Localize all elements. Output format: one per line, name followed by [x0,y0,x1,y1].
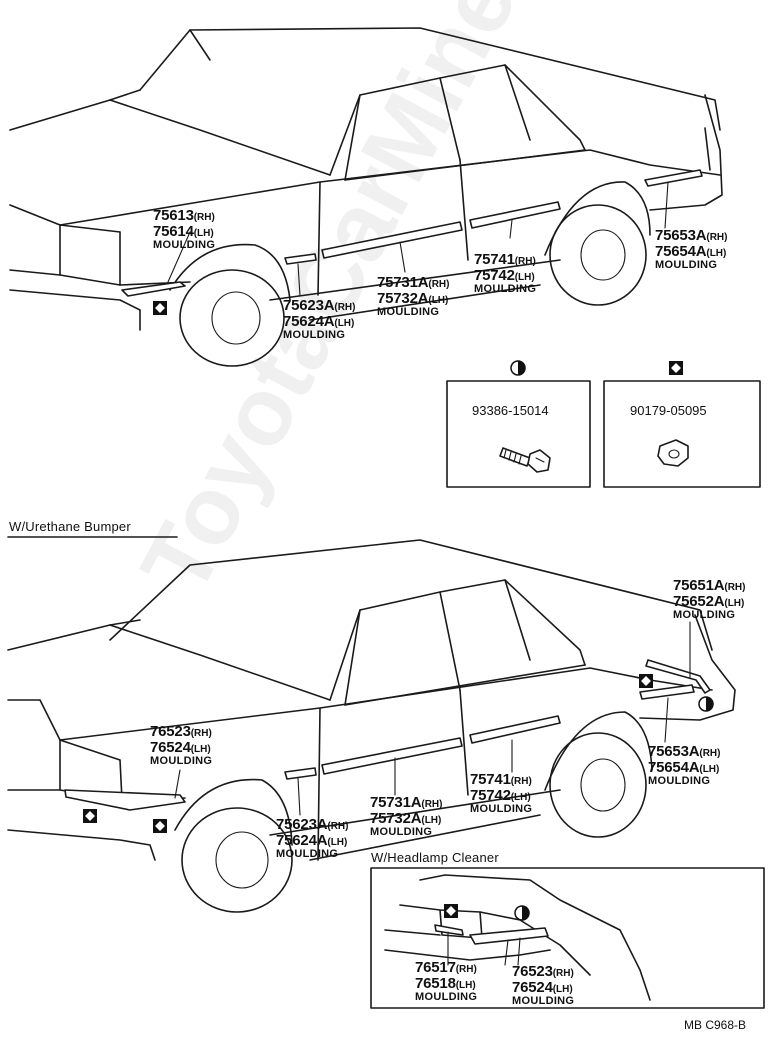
part-number: 75623A [283,297,335,314]
side-rh: (RH) [334,302,356,313]
top-car-drawing [9,27,723,367]
part-number: 75624A [283,313,335,330]
side-rh: (RH) [455,964,477,975]
side-lh: (LH) [510,792,531,803]
part-name: MOULDING [673,609,736,621]
part-number: 75654A [655,243,707,260]
side-lh: (LH) [514,272,535,283]
part-number: 75613 [153,207,194,224]
side-lh: (LH) [193,228,214,239]
part-number: 75742 [470,787,511,804]
clip-symbol-icon [639,674,653,688]
clip-nut-icon [657,439,689,467]
side-lh: (LH) [428,295,449,306]
part-number: 75741 [474,251,515,268]
side-rh: (RH) [193,212,215,223]
side-rh: (RH) [190,728,212,739]
side-lh: (LH) [190,744,211,755]
side-rh: (RH) [327,821,349,832]
screw-part-number: 93386-15014 [472,403,549,418]
label-group-75623a: 75623A(RH) 75624A(LH) MOULDING [283,298,355,341]
part-name: MOULDING [655,259,718,271]
part-name: MOULDING [150,755,213,767]
side-lh: (LH) [724,598,745,609]
screw-symbol-icon [510,360,526,376]
part-number: 75614 [153,223,194,240]
part-number: 76517 [415,959,456,976]
label-group-76523-inset: 76523(RH) 76524(LH) MOULDING [512,964,574,1007]
part-name: MOULDING [474,283,537,295]
label-group-75651a: 75651A(RH) 75652A(LH) MOULDING [673,578,745,621]
part-number: 76523 [150,723,191,740]
part-number: 75732A [377,290,429,307]
clip-symbol-icon [669,361,683,375]
label-group-75741: 75741(RH) 75742(LH) MOULDING [474,252,536,295]
label-group-75731a: 75731A(RH) 75732A(LH) MOULDING [377,275,449,318]
part-number: 75731A [370,794,422,811]
clip-symbol-icon [83,809,97,823]
part-number: 75624A [276,832,328,849]
label-group-75653a-bottom: 75653A(RH) 75654A(LH) MOULDING [648,744,720,787]
section-title-urethane-bumper: W/Urethane Bumper [9,519,131,534]
section-title-headlamp-cleaner: W/Headlamp Cleaner [371,850,499,865]
side-lh: (LH) [334,318,355,329]
part-name: MOULDING [648,775,711,787]
part-name: MOULDING [370,826,433,838]
label-group-75613: 75613(RH) 75614(LH) MOULDING [153,208,215,251]
side-lh: (LH) [455,980,476,991]
side-lh: (LH) [421,815,442,826]
part-name: MOULDING [470,803,533,815]
part-number: 75654A [648,759,700,776]
side-rh: (RH) [510,776,532,787]
part-name: MOULDING [283,329,346,341]
clip-symbol-icon [444,904,458,918]
side-lh: (LH) [699,764,720,775]
screw-icon [499,447,551,473]
side-rh: (RH) [706,232,728,243]
side-rh: (RH) [514,256,536,267]
part-boxes [446,380,761,488]
part-number: 76523 [512,963,553,980]
part-number: 75653A [655,227,707,244]
side-lh: (LH) [706,248,727,259]
label-group-76523: 76523(RH) 76524(LH) MOULDING [150,724,212,767]
part-name: MOULDING [276,848,339,860]
part-number: 75653A [648,743,700,760]
part-number: 76524 [512,979,553,996]
part-number: 75742 [474,267,515,284]
figure-code: MB C968-B [684,1018,747,1032]
part-name: MOULDING [415,991,478,1003]
label-group-75731a-bottom: 75731A(RH) 75732A(LH) MOULDING [370,795,442,838]
clip-part-number: 90179-05095 [630,403,707,418]
side-rh: (RH) [552,968,574,979]
part-name: MOULDING [512,995,575,1007]
side-rh: (RH) [421,799,443,810]
label-group-76517: 76517(RH) 76518(LH) MOULDING [415,960,477,1003]
side-rh: (RH) [428,279,450,290]
screw-symbol-icon [514,905,530,921]
part-number: 75651A [673,577,725,594]
part-number: 75731A [377,274,429,291]
side-rh: (RH) [699,748,721,759]
part-number: 75732A [370,810,422,827]
part-number: 76518 [415,975,456,992]
headlamp-inset [370,867,765,1009]
clip-symbol-icon [153,301,167,315]
part-number: 75623A [276,816,328,833]
side-lh: (LH) [327,837,348,848]
part-name: MOULDING [153,239,216,251]
screw-symbol-icon [698,696,714,712]
part-number: 75741 [470,771,511,788]
side-lh: (LH) [552,984,573,995]
bottom-car-drawing [7,539,736,913]
part-name: MOULDING [377,306,440,318]
label-group-75741-bottom: 75741(RH) 75742(LH) MOULDING [470,772,532,815]
part-number: 76524 [150,739,191,756]
label-group-75623a-bottom: 75623A(RH) 75624A(LH) MOULDING [276,817,348,860]
side-rh: (RH) [724,582,746,593]
part-number: 75652A [673,593,725,610]
label-group-75653a: 75653A(RH) 75654A(LH) MOULDING [655,228,727,271]
clip-symbol-icon [153,819,167,833]
